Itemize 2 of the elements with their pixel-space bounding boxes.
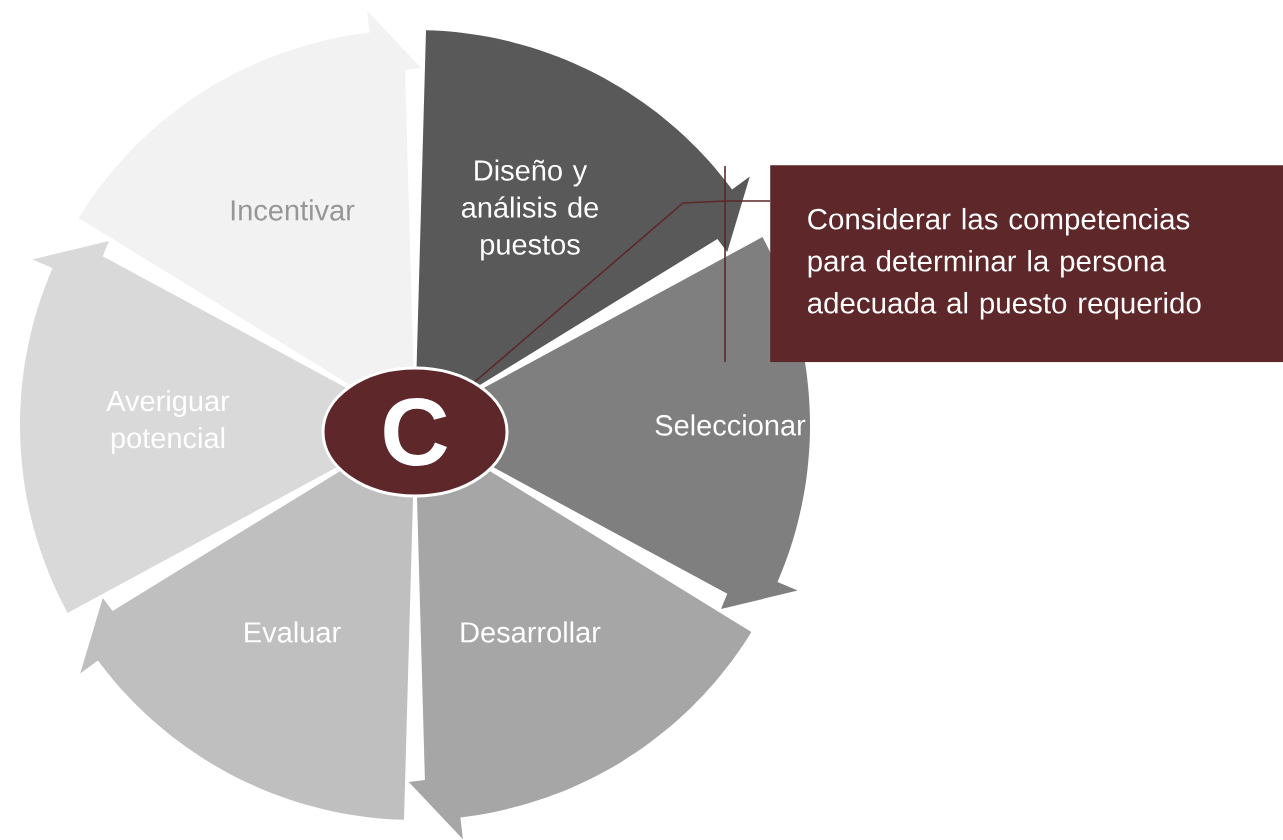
callout-box: Considerar las competencias para determinar la persona adecuada al puesto requerido [770,165,1283,363]
leader-line [474,200,771,383]
